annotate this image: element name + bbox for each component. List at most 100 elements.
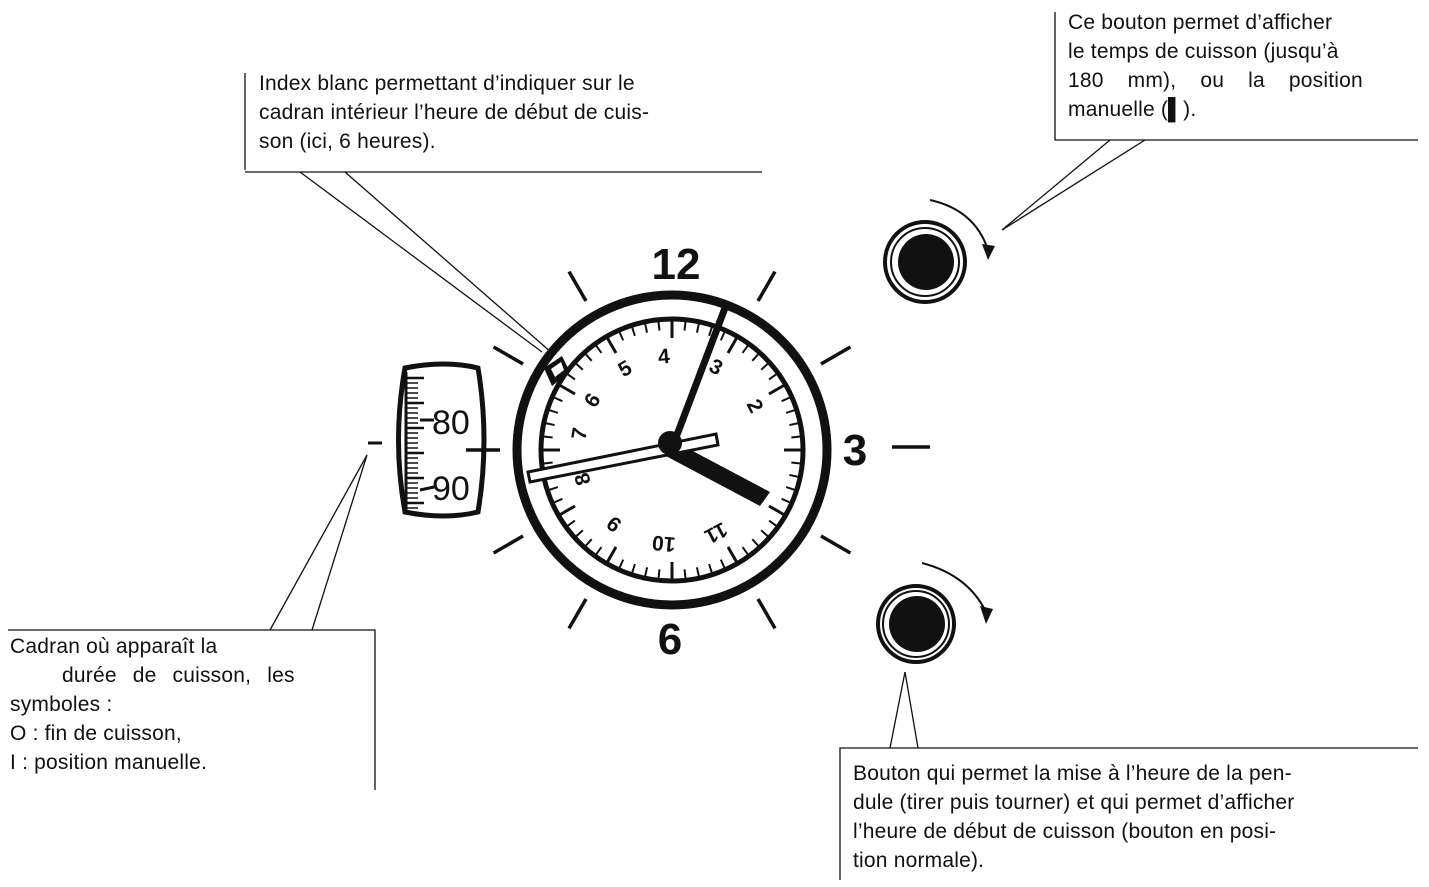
tick: [789, 421, 800, 427]
tick: [544, 421, 555, 427]
top-button-callout-line-1: Ce bouton permet d’afficher: [1068, 11, 1333, 34]
tick: [768, 372, 778, 381]
tick: [567, 270, 588, 302]
tick: [756, 270, 777, 302]
tick: [542, 461, 553, 465]
tick: [566, 372, 576, 381]
drum-callout-line-3: symboles :: [10, 693, 113, 716]
tick: [785, 408, 796, 414]
tick: [683, 569, 687, 580]
tick: [542, 435, 553, 439]
tick: [548, 408, 559, 414]
tick: [719, 559, 726, 570]
tick: [657, 569, 661, 580]
index-callout-line-1: Index blanc permettant d’indiquer sur le: [259, 72, 635, 95]
tick: [584, 538, 593, 548]
hand-hub: [658, 431, 682, 455]
drum-callout-line-4: O : fin de cuisson,: [10, 722, 182, 745]
drum-callout: Cadran où apparaît la durée de cuisson, …: [10, 632, 370, 777]
bottom-button-callout-line-4: tion normale).: [853, 849, 985, 872]
tick: [605, 546, 618, 564]
clock-inner-ring: [538, 316, 806, 584]
tick: [741, 546, 750, 556]
outer-hour-ticks: [466, 270, 930, 630]
top-button-callout: Ce bouton permet d’afficher le temps de …: [1068, 8, 1423, 124]
tick: [567, 598, 588, 630]
tick: [618, 559, 625, 570]
tick: [791, 435, 802, 439]
top-knob[interactable]: [883, 199, 995, 304]
tick: [726, 336, 739, 354]
tick: [760, 362, 770, 371]
tick: [630, 326, 636, 337]
tick: [695, 567, 701, 578]
inner-numeral: 7: [568, 426, 593, 442]
tick: [492, 345, 524, 366]
top-button-callout-line-3: 180 mm), ou la position: [1068, 69, 1363, 92]
tick: [552, 497, 563, 504]
bottom-button-callout-line-3: l’heure de début de cuisson (bouton en p…: [853, 820, 1277, 843]
outer-numeral-6: 6: [658, 615, 682, 664]
tick: [566, 519, 576, 528]
tick: [683, 320, 687, 331]
top-button-callout-line-2: le temps de cuisson (jusqu’à: [1068, 40, 1339, 63]
top-button-callout-line-4: manuelle (▌).: [1068, 98, 1197, 121]
drum-label-80: 80: [432, 404, 470, 442]
tick: [643, 567, 649, 578]
tick: [751, 538, 760, 548]
rotate-arrow-icon: [929, 199, 989, 251]
drum-callout-line-2: durée de cuisson, les: [62, 664, 295, 687]
tick: [643, 322, 649, 333]
tick: [768, 504, 786, 517]
drum-callout-line-5: I : position manuelle.: [10, 751, 208, 774]
minute-hand: [668, 304, 729, 452]
tick: [574, 529, 584, 538]
bottom-button-callout-frame: [839, 747, 1418, 880]
tick: [820, 345, 852, 366]
outer-numeral-3: 3: [843, 426, 867, 475]
tick: [820, 534, 852, 555]
bottom-button-callout: Bouton qui permet la mise à l’heure de l…: [853, 759, 1423, 875]
tick: [751, 352, 760, 362]
inner-minute-ticks: [542, 320, 802, 580]
drum-callout-frame: [8, 629, 376, 790]
tick: [719, 330, 726, 341]
bottom-button-callout-line-1: Bouton qui permet la mise à l’heure de l…: [853, 762, 1292, 785]
leader-lines: [8, 12, 1418, 880]
tick: [789, 473, 800, 479]
tick: [552, 396, 563, 403]
tick: [618, 330, 625, 341]
tick: [558, 383, 576, 396]
tick: [605, 336, 618, 354]
tick: [630, 563, 636, 574]
tick: [741, 344, 750, 354]
tick: [768, 519, 778, 528]
tick: [781, 396, 792, 403]
index-callout-line-2: cadran intérieur l’heure de début de cui…: [259, 101, 650, 124]
inner-numeral: 10: [651, 531, 676, 556]
tick: [756, 598, 777, 630]
tick: [594, 344, 603, 354]
index-callout-line-3: son (ici, 6 heures).: [259, 130, 436, 153]
tick: [785, 486, 796, 492]
tick: [574, 362, 584, 371]
bottom-knob[interactable]: [876, 562, 993, 664]
top-button-callout-frame: [1054, 12, 1418, 141]
drum-label-90: 90: [432, 470, 470, 508]
tick: [558, 504, 576, 517]
index-callout: Index blanc permettant d’indiquer sur le…: [259, 69, 759, 156]
tick: [695, 322, 701, 333]
tick: [584, 352, 593, 362]
tick: [768, 383, 786, 396]
tick: [492, 534, 524, 555]
tick: [548, 486, 559, 492]
duration-drum: 80 90: [368, 361, 487, 519]
hour-hand: [664, 440, 770, 506]
drum-callout-line-1: Cadran où apparaît la: [10, 635, 218, 658]
tick: [781, 497, 792, 504]
tick: [791, 461, 802, 465]
tick: [594, 546, 603, 556]
tick: [657, 320, 661, 331]
